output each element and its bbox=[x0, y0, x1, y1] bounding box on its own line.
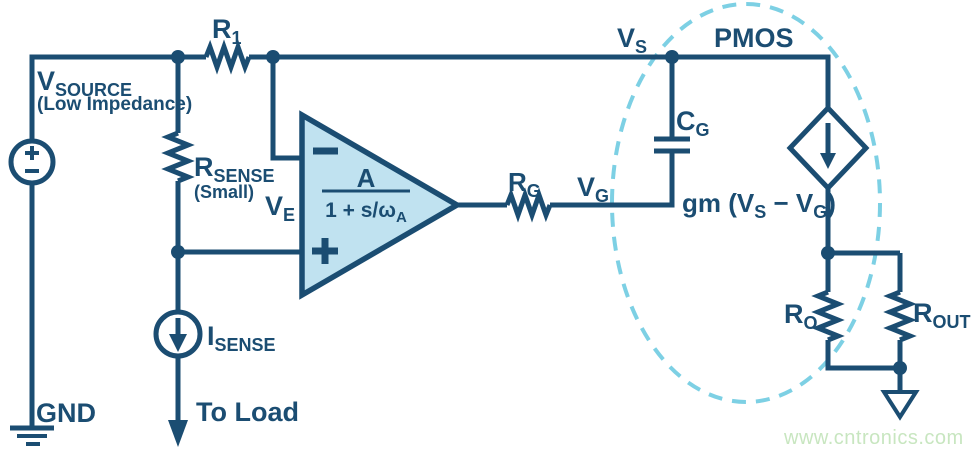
to-load-label: To Load bbox=[196, 397, 299, 427]
vs-label: VS bbox=[617, 23, 647, 57]
node-dot bbox=[821, 246, 835, 260]
wire-top-rail bbox=[249, 54, 831, 108]
vg-label: VG bbox=[577, 172, 609, 206]
opamp-triangle bbox=[299, 110, 463, 300]
pmos-boundary-ellipse bbox=[610, 2, 882, 404]
resistor-rout bbox=[883, 289, 917, 343]
r1-label: R1 bbox=[212, 14, 242, 48]
dependent-current-source bbox=[786, 104, 870, 192]
resistor-ro bbox=[811, 289, 845, 343]
wire-gate bbox=[550, 151, 675, 208]
rg-label: RG bbox=[508, 167, 541, 201]
watermark: www.cntronics.com bbox=[783, 427, 964, 449]
isense-label: ISENSE bbox=[207, 321, 276, 355]
gnd-label: GND bbox=[36, 398, 96, 428]
opamp-gain-numerator: A bbox=[357, 163, 376, 193]
node-dot bbox=[266, 50, 280, 64]
gm-label: gm (VS − VG) bbox=[682, 188, 836, 222]
node-dot-vs bbox=[665, 50, 679, 64]
wire-ro-bottom bbox=[825, 340, 900, 371]
opamp-gain-denominator: 1 + s/ωA bbox=[325, 199, 407, 226]
wire-source-to-r1 bbox=[29, 54, 206, 142]
resistor-rg bbox=[504, 187, 553, 223]
plus-icon bbox=[25, 146, 39, 160]
ground-symbol-left bbox=[10, 425, 54, 446]
to-load-arrowhead-icon bbox=[168, 420, 188, 447]
down-arrow-icon bbox=[820, 153, 836, 169]
resistor-r1 bbox=[203, 39, 252, 75]
ve-label: VE bbox=[265, 191, 295, 225]
ground-triangle-icon bbox=[880, 390, 920, 421]
plus-input-icon bbox=[312, 238, 338, 264]
wire-inverting-input bbox=[270, 57, 302, 161]
ro-label: RO bbox=[784, 299, 818, 333]
vsource-label: VSOURCE bbox=[37, 66, 132, 100]
resistor-rsense bbox=[161, 130, 195, 184]
rsense-label: RSENSE bbox=[194, 152, 275, 186]
down-arrow-icon bbox=[169, 334, 187, 352]
voltage-source-symbol bbox=[8, 138, 56, 186]
pmos-label: PMOS bbox=[714, 23, 794, 53]
node-dot bbox=[171, 50, 185, 64]
rsense-note: (Small) bbox=[194, 182, 254, 202]
node-dot bbox=[893, 361, 907, 375]
node-dot bbox=[171, 245, 185, 259]
capacitor-cg bbox=[654, 136, 690, 154]
cg-label: CG bbox=[676, 106, 710, 140]
voltage-source-circle bbox=[8, 138, 56, 186]
rout-label: ROUT bbox=[913, 298, 971, 332]
vsource-note: (Low Impedance) bbox=[37, 94, 192, 115]
current-source-symbol bbox=[153, 309, 203, 359]
